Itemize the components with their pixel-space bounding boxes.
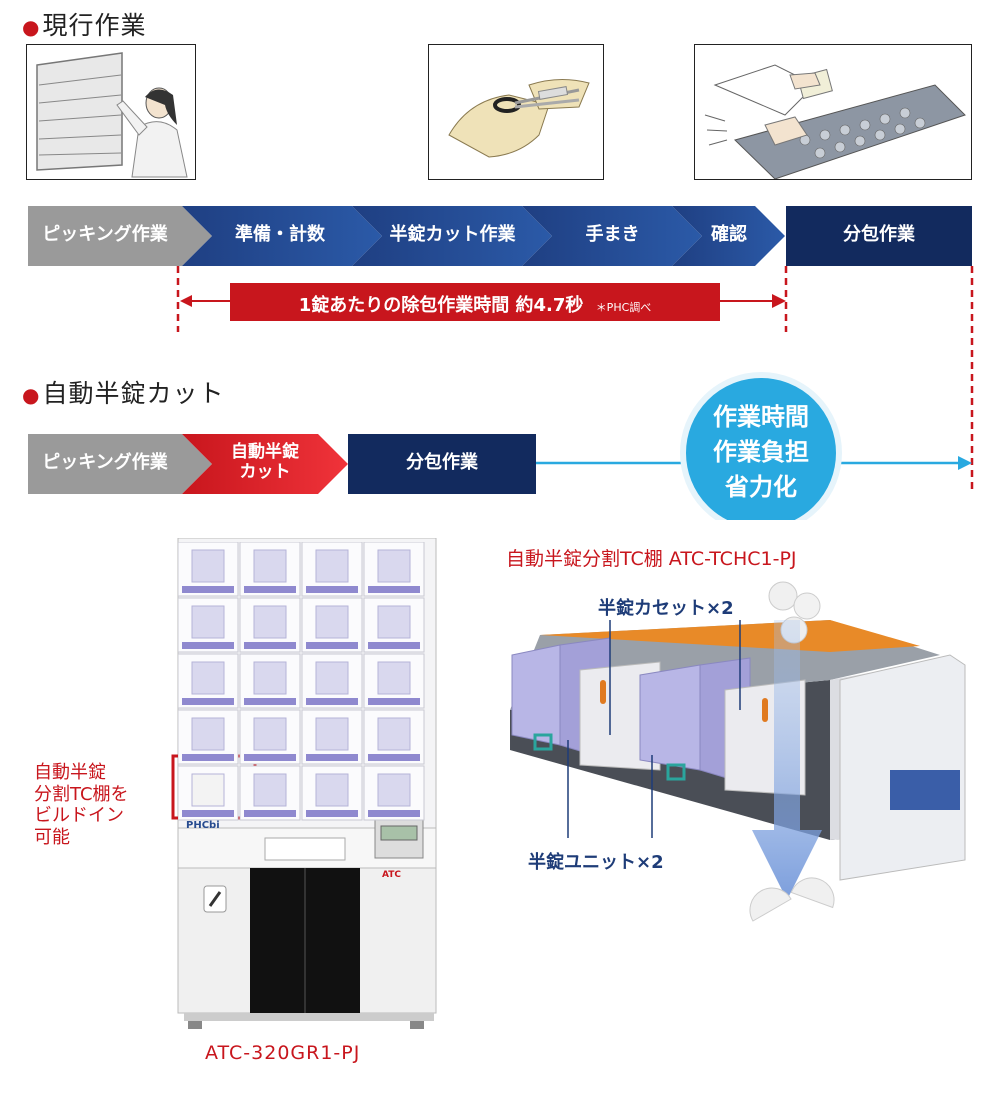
cassette-slot	[178, 653, 239, 709]
timing-banner-shape	[230, 283, 720, 321]
auto-step-picking-shape	[28, 434, 212, 494]
cassette-slot	[301, 542, 363, 597]
flow-step-confirm-shape	[672, 206, 785, 266]
cassette-slot	[363, 765, 425, 821]
builtin-note-line3: ビルドイン	[34, 805, 124, 827]
auto-step-halfcut-shape	[182, 434, 348, 494]
tc-shelf-illustration	[510, 581, 966, 922]
timing-banner-text: 1錠あたりの除包作業時間 約4.7秒	[298, 295, 584, 316]
flow-step-prepare-shape	[182, 206, 382, 266]
machine-model-label: ATC-320GR1-PJ	[205, 1042, 361, 1064]
cassette-slot	[301, 597, 363, 653]
builtin-note-line2: 分割TC棚を	[34, 783, 129, 805]
auto-final-packaging-shape	[348, 434, 536, 494]
flow-step-confirm: 確認	[711, 224, 747, 245]
cutting-photo	[428, 44, 604, 180]
auto-step-picking: ピッキング作業	[42, 452, 168, 473]
flow-step-halfcut-shape	[352, 206, 552, 266]
benefit-circle: 作業時間 作業負担 省力化	[683, 400, 839, 505]
unit-callout: 半錠ユニット×2	[528, 852, 664, 873]
cassette-slot	[363, 709, 425, 765]
cassette-slot	[239, 542, 301, 597]
cassette-slot	[363, 653, 425, 709]
cassette-slot	[301, 653, 363, 709]
cassette-slot	[239, 709, 301, 765]
cassette-slot	[363, 542, 425, 597]
cassette-slot	[239, 653, 301, 709]
builtin-note: 自動半錠 分割TC棚を ビルドイン 可能	[34, 762, 129, 848]
benefit-line-time: 作業時間	[713, 403, 809, 431]
benefit-line-laborsaving: 省力化	[725, 473, 797, 501]
hand-sorting-photo	[694, 44, 972, 180]
cassette-slot	[178, 765, 239, 821]
cutting-illustration	[429, 45, 603, 179]
picking-photo	[26, 44, 196, 180]
bullet-dot-icon: ●	[22, 383, 41, 407]
cassette-slot	[301, 765, 363, 821]
cassette-unit-right	[639, 657, 806, 796]
atc-panel-label: ATC	[382, 870, 402, 880]
flow-step-prepare: 準備・計数	[235, 224, 325, 245]
flow-step-picking-shape	[28, 206, 212, 266]
auto-halfcut-title-text: 自動半錠カット	[42, 379, 225, 408]
benefit-line-burden: 作業負担	[713, 438, 809, 466]
flow-final-packaging-shape	[786, 206, 972, 266]
auto-step-halfcut-line2: カット	[239, 461, 291, 482]
cassette-slot	[178, 709, 239, 765]
benefit-circle-shape	[680, 372, 842, 520]
flow-diagram-graphics	[28, 206, 974, 520]
cassette-slot	[239, 765, 301, 821]
current-work-title-text: 現行作業	[42, 11, 147, 40]
flow-final-packaging: 分包作業	[843, 224, 915, 245]
phcbi-logo: PHCbi	[186, 820, 220, 831]
cassette-grid	[178, 542, 425, 821]
flow-step-handsort-shape	[522, 206, 702, 266]
flow-step-picking: ピッキング作業	[42, 224, 168, 245]
tc-shelf-title: 自動半錠分割TC棚 ATC-TCHC1-PJ	[506, 548, 797, 570]
hand-sorting-illustration	[695, 45, 971, 179]
flow-step-halfcut: 半錠カット作業	[389, 224, 516, 245]
cassette-slot	[363, 597, 425, 653]
picking-illustration	[27, 45, 195, 179]
cassette-slot	[301, 709, 363, 765]
current-work-title: ●現行作業	[22, 6, 146, 42]
auto-step-halfcut-line1: 自動半錠	[231, 442, 299, 462]
flow-step-handsort: 手まき	[585, 224, 640, 245]
bullet-dot-icon: ●	[22, 15, 41, 39]
cassette-slot	[239, 597, 301, 653]
auto-final-packaging: 分包作業	[406, 452, 478, 473]
cassette-slot	[178, 597, 239, 653]
timing-banner: 1錠あたりの除包作業時間 約4.7秒 ＊PHC調べ	[230, 291, 720, 317]
builtin-note-line4: 可能	[34, 826, 70, 848]
cassette-callout: 半錠カセット×2	[598, 598, 734, 619]
cassette-slot	[178, 542, 239, 597]
auto-step-halfcut: 自動半錠 カット	[205, 442, 325, 482]
timing-banner-note: ＊PHC調べ	[595, 301, 652, 314]
builtin-note-line1: 自動半錠	[34, 762, 106, 783]
auto-halfcut-title: ●自動半錠カット	[22, 374, 224, 410]
